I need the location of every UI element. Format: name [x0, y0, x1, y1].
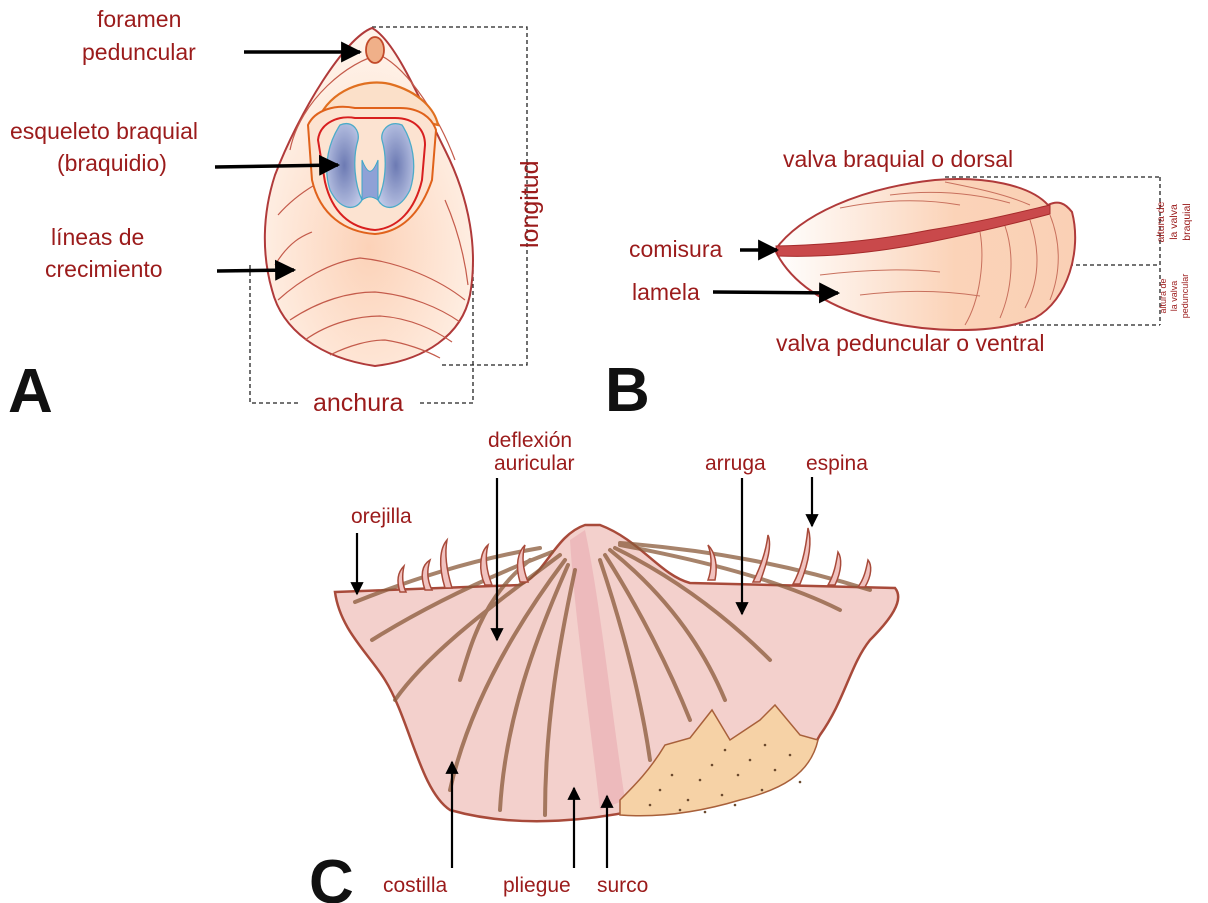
- panel-b-shell-side-view: [775, 177, 1160, 330]
- label-foramen-line2: peduncular: [82, 39, 196, 65]
- label-deflexion-line2: auricular: [494, 452, 575, 475]
- label-foramen-line1: foramen: [97, 6, 181, 32]
- panel-c-productid-shell: [335, 525, 898, 821]
- label-valva-peduncular: valva peduncular o ventral: [776, 330, 1045, 356]
- label-surco: surco: [597, 874, 648, 897]
- label-altura-peduncular-2: la valva: [1169, 281, 1179, 312]
- label-altura-braquial: altura de la valva braquial: [1155, 201, 1193, 242]
- panel-letter-a: A: [8, 357, 53, 426]
- panel-a-shell-dorsal-view: [250, 27, 527, 403]
- label-altura-peduncular-3: peduncular: [1180, 274, 1190, 319]
- arrow-esqueleto: [215, 165, 338, 167]
- label-pliegue: pliegue: [503, 874, 571, 897]
- label-costilla: costilla: [383, 874, 448, 897]
- label-valva-braquial: valva braquial o dorsal: [783, 146, 1013, 172]
- label-altura-braquial-2: la valva: [1168, 204, 1180, 240]
- label-lineas-line2: crecimiento: [45, 256, 163, 282]
- arrow-lamela: [713, 292, 838, 293]
- label-anchura: anchura: [313, 389, 403, 417]
- label-esqueleto-line2: (braquidio): [57, 150, 167, 176]
- label-comisura: comisura: [629, 236, 723, 262]
- label-altura-braquial-3: braquial: [1181, 203, 1193, 240]
- label-lineas-line1: líneas de: [51, 224, 144, 250]
- label-orejilla: orejilla: [351, 505, 412, 528]
- panel-letter-c: C: [309, 848, 354, 903]
- label-altura-peduncular: altura de la valva peduncular: [1158, 274, 1190, 319]
- panel-letter-b: B: [605, 356, 650, 425]
- label-espina: espina: [806, 452, 868, 475]
- label-arruga: arruga: [705, 452, 766, 475]
- label-deflexion-line1: deflexión: [488, 429, 572, 452]
- arrow-lineas: [217, 270, 294, 271]
- pedicle-foramen: [366, 37, 384, 63]
- label-longitud: longitud: [516, 160, 544, 248]
- label-altura-peduncular-1: altura de: [1158, 278, 1168, 313]
- label-esqueleto-line1: esqueleto braquial: [10, 118, 198, 144]
- label-altura-braquial-1: altura de: [1155, 201, 1167, 242]
- label-lamela: lamela: [632, 279, 700, 305]
